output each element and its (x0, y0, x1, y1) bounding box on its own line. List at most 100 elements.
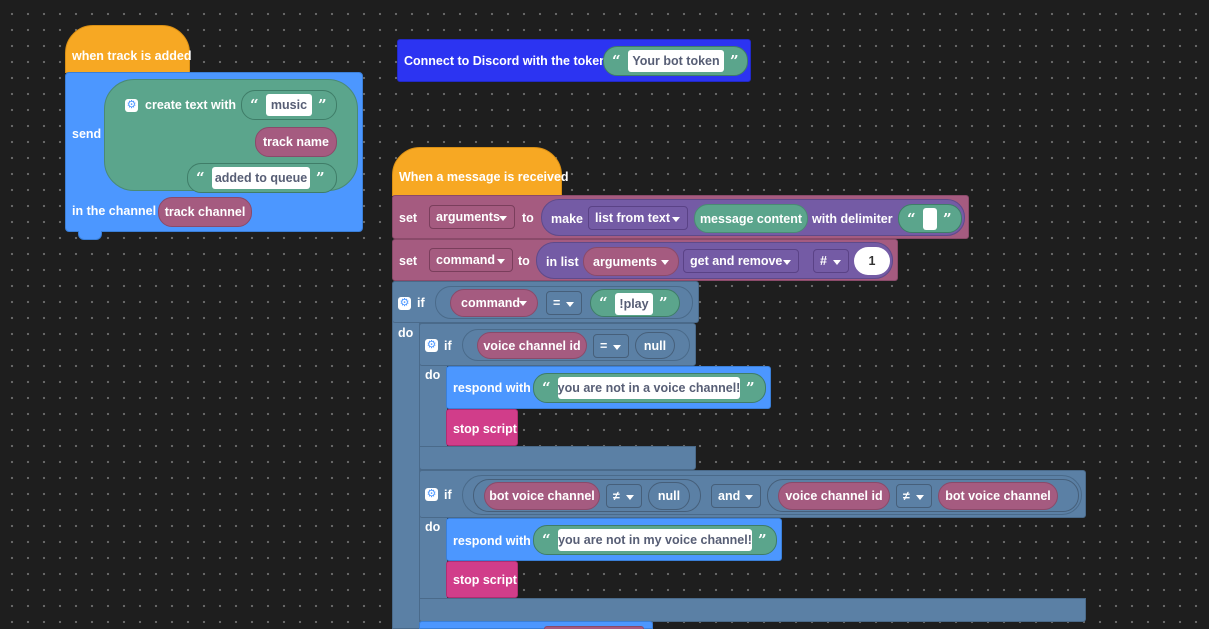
quote-open-icon: “ (250, 96, 259, 114)
message-content-reporter[interactable]: message content (694, 204, 808, 233)
token-text[interactable]: “ Your bot token ” (603, 46, 748, 76)
connect-discord-block[interactable]: Connect to Discord with the token “ Your… (397, 39, 751, 82)
operator-dropdown[interactable]: = (593, 334, 629, 358)
hat-label: When a message is received (399, 170, 569, 184)
compare-block[interactable]: command = “ !play ” (435, 286, 693, 319)
voice-channel-id-reporter[interactable]: voice channel id (778, 482, 890, 510)
quote-open-icon: “ (907, 210, 916, 228)
text-music-field[interactable]: music (266, 94, 312, 116)
bot-voice-channel-reporter[interactable]: bot voice channel (484, 482, 600, 510)
next-reporter-partial[interactable] (544, 626, 644, 629)
and-block[interactable]: bot voice channel ≠ null and voice chann… (462, 475, 1082, 515)
and-dropdown[interactable]: and (711, 484, 761, 508)
send-label: send (72, 127, 102, 141)
quote-open-icon: “ (196, 169, 205, 187)
if-voice-null-header[interactable]: ⚙ if voice channel id = null (419, 323, 696, 366)
respond-text[interactable]: “ you are not in my voice channel! ” (533, 525, 777, 555)
connect-label: Connect to Discord with the token (404, 54, 607, 68)
gear-icon[interactable]: ⚙ (125, 99, 138, 112)
if-label: if (444, 339, 452, 353)
set-label: set (399, 211, 418, 225)
command-label: command (461, 296, 521, 310)
when-track-added-hat[interactable]: when track is added (65, 25, 191, 73)
text-added-to-queue[interactable]: “ added to queue ” (187, 163, 337, 193)
track-name-reporter[interactable]: track name (255, 127, 337, 157)
variable-dropdown[interactable]: arguments (429, 205, 515, 229)
if-command-block[interactable] (392, 281, 420, 629)
in-list-label: in list (546, 255, 579, 269)
quote-close-icon: ” (316, 169, 325, 187)
do-label: do (425, 520, 441, 534)
list-op-dropdown[interactable]: get and remove (683, 249, 799, 273)
chevron-down-icon (519, 301, 527, 306)
text-added-field[interactable]: added to queue (212, 167, 310, 189)
respond-text-field[interactable]: you are not in my voice channel! (558, 529, 752, 551)
respond-label: respond with (453, 381, 531, 395)
if-label: if (444, 488, 452, 502)
voice-channel-id-reporter[interactable]: voice channel id (477, 332, 587, 359)
track-channel-reporter[interactable]: track channel (158, 197, 252, 227)
index-mode-dropdown[interactable]: # (813, 249, 849, 273)
arguments-label: arguments (593, 254, 657, 269)
delimiter-field[interactable] (923, 208, 937, 230)
play-text-field[interactable]: !play (615, 293, 653, 315)
delimiter-text[interactable]: “ ” (898, 204, 962, 233)
if-label: if (417, 296, 425, 310)
compare-block-a[interactable]: bot voice channel ≠ null (473, 479, 701, 512)
in-list-block[interactable]: in list arguments get and remove # 1 (536, 242, 893, 279)
quote-close-icon: ” (746, 379, 755, 397)
respond-not-in-vc-block[interactable]: respond with “ you are not in a voice ch… (446, 366, 771, 409)
null-reporter[interactable]: null (635, 332, 675, 359)
variable-dropdown[interactable]: command (429, 248, 513, 272)
index-number-field[interactable]: 1 (854, 247, 890, 275)
play-text[interactable]: “ !play ” (590, 289, 680, 317)
token-field[interactable]: Your bot token (628, 50, 724, 72)
if-command-header[interactable]: ⚙ if command = “ !play ” (392, 281, 699, 323)
make-list-block[interactable]: make list from text message content with… (541, 199, 965, 236)
quote-open-icon: “ (542, 379, 551, 397)
respond-text-field[interactable]: you are not in a voice channel! (558, 377, 740, 399)
compare-block[interactable]: voice channel id = null (462, 329, 690, 361)
compare-block-b[interactable]: voice channel id ≠ bot voice channel (767, 479, 1079, 512)
respond-text[interactable]: “ you are not in a voice channel! ” (533, 373, 766, 403)
block-notch (78, 231, 102, 240)
stop-script-block[interactable]: stop script (446, 561, 518, 598)
gear-icon[interactable]: ⚙ (398, 297, 411, 310)
operator-dropdown[interactable]: ≠ (896, 484, 932, 508)
gear-icon[interactable]: ⚙ (425, 488, 438, 501)
delimiter-label: with delimiter (812, 212, 893, 226)
respond-not-in-my-vc-block[interactable]: respond with “ you are not in my voice c… (446, 518, 782, 561)
arguments-dropdown[interactable]: arguments (583, 247, 679, 276)
send-message-block[interactable]: send ⚙ create text with “ music ” track … (65, 72, 363, 232)
to-label: to (518, 254, 530, 268)
stop-label: stop script (453, 422, 517, 436)
if-voice-null-footer (419, 446, 696, 470)
stop-script-block[interactable]: stop script (446, 409, 518, 446)
respond-label: respond with (453, 534, 531, 548)
stop-label: stop script (453, 573, 517, 587)
set-command-block[interactable]: set command to in list arguments get and… (392, 239, 898, 281)
bot-voice-channel-reporter[interactable]: bot voice channel (938, 482, 1058, 510)
gear-icon[interactable]: ⚙ (425, 339, 438, 352)
quote-open-icon: “ (542, 531, 551, 549)
command-dropdown[interactable]: command (450, 289, 538, 317)
do-label: do (398, 326, 414, 340)
quote-close-icon: ” (730, 52, 739, 70)
quote-close-icon: ” (318, 96, 327, 114)
if-bot-voice-header[interactable]: ⚙ if bot voice channel ≠ null and voice … (419, 470, 1086, 518)
create-text-label: create text with (145, 98, 237, 112)
list-mode-dropdown[interactable]: list from text (588, 206, 688, 230)
quote-close-icon: ” (943, 210, 952, 228)
when-message-received-hat[interactable]: When a message is received (392, 147, 569, 196)
set-label: set (399, 254, 418, 268)
chevron-down-icon (661, 260, 669, 265)
set-arguments-block[interactable]: set arguments to make list from text mes… (392, 195, 969, 239)
text-music[interactable]: “ music ” (241, 90, 337, 120)
operator-dropdown[interactable]: ≠ (606, 484, 642, 508)
if-bot-voice-footer (419, 598, 1086, 622)
null-reporter[interactable]: null (648, 482, 690, 510)
to-label: to (522, 211, 534, 225)
create-text-block[interactable]: ⚙ create text with “ music ” track name … (104, 79, 358, 193)
operator-dropdown[interactable]: = (546, 291, 582, 315)
do-label: do (425, 368, 441, 382)
